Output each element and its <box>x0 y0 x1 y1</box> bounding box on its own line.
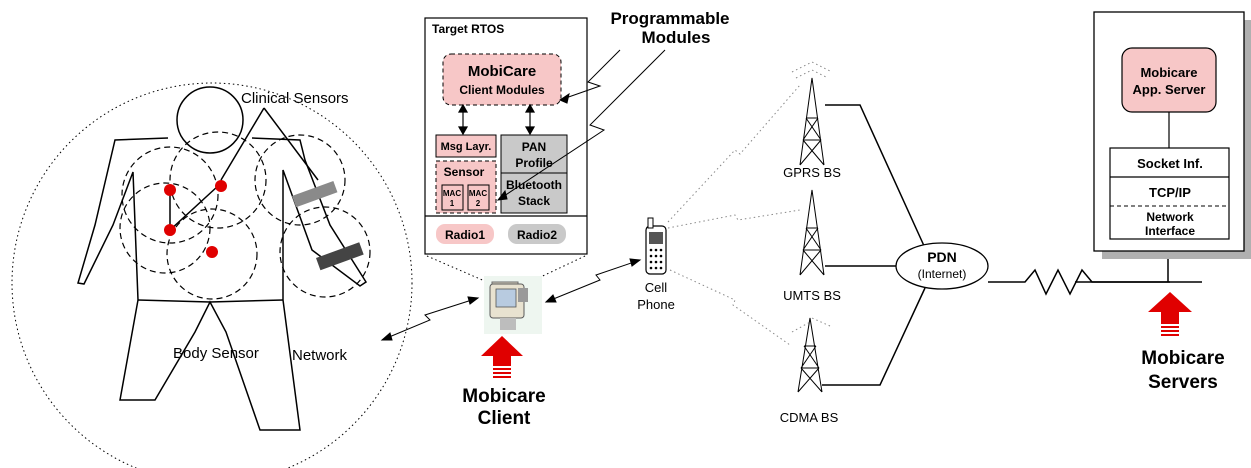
app-server-box <box>1121 47 1217 113</box>
module-arrows <box>457 103 536 136</box>
svg-text:Profile: Profile <box>515 156 553 170</box>
svg-text:1: 1 <box>450 199 455 208</box>
human-figure <box>77 86 368 431</box>
svg-text:Sensor: Sensor <box>444 165 485 179</box>
target-rtos-box: Target RTOS MobiCare Client Modules Msg … <box>424 17 588 255</box>
pdn-to-server-link <box>988 268 1170 296</box>
sensor-links <box>169 185 219 232</box>
cell-phone-label-2: Phone <box>637 297 675 312</box>
clinical-sensor-bar <box>316 242 364 271</box>
msg-layer-box <box>435 134 497 158</box>
mobicare-client-label-2: Client <box>478 408 531 429</box>
cdma-to-pdn <box>822 287 926 386</box>
umts-tower-icon <box>799 189 825 276</box>
network-label: Network <box>292 347 348 364</box>
gprs-to-pdn <box>825 104 926 249</box>
body-sensor-network: Clinical Sensors Body Sensor Network <box>11 82 413 468</box>
body-sensor-label: Body Sensor <box>173 345 259 362</box>
radio2-pill <box>508 224 566 244</box>
svg-text:Radio1: Radio1 <box>445 228 485 242</box>
umts-bs-label: UMTS BS <box>783 288 841 303</box>
pan-bluetooth-stack <box>500 134 568 214</box>
mobicare-servers-arrow <box>1148 292 1192 336</box>
net-iface-label: Network <box>1146 210 1194 224</box>
link-cdma <box>669 269 791 346</box>
sensor-node <box>164 224 176 236</box>
gprs-bs-label: GPRS BS <box>783 165 841 180</box>
svg-text:MobiCare: MobiCare <box>468 63 536 80</box>
mobicare-client-modules-box <box>442 53 562 106</box>
net-iface-label-2: Interface <box>1145 224 1195 238</box>
cdma-bs-label: CDMA BS <box>780 410 839 425</box>
sensor-range-circles <box>119 131 371 300</box>
link-umts <box>667 209 801 229</box>
clinical-sensors-label: Clinical Sensors <box>241 90 349 107</box>
svg-text:MAC: MAC <box>469 189 487 198</box>
internet-label: (Internet) <box>918 267 967 281</box>
svg-text:2: 2 <box>476 199 481 208</box>
modules-label: Modules <box>642 28 711 47</box>
target-rtos-label: Target RTOS <box>432 22 504 36</box>
mobicare-servers-label-2: Servers <box>1148 372 1218 393</box>
mobicare-client-device <box>484 276 542 334</box>
svg-text:App. Server: App. Server <box>1133 82 1206 97</box>
svg-text:Msg Layr.: Msg Layr. <box>441 141 492 153</box>
protocol-stack-box <box>1109 147 1230 240</box>
cell-phone-label: Cell <box>645 280 668 295</box>
svg-text:PAN: PAN <box>522 140 546 154</box>
svg-text:Client Modules: Client Modules <box>459 83 545 97</box>
svg-text:Radio2: Radio2 <box>517 228 557 242</box>
pdn-label: PDN <box>927 249 957 265</box>
sensor-node <box>215 180 227 192</box>
svg-text:Bluetooth: Bluetooth <box>506 178 562 192</box>
programmable-label: Programmable <box>610 9 729 28</box>
mobicare-client-label: Mobicare <box>462 386 545 407</box>
mobicare-client-arrow <box>481 336 523 378</box>
mac1-box <box>441 184 464 211</box>
wireless-links <box>380 258 642 341</box>
tcpip-label: TCP/IP <box>1149 185 1191 200</box>
programmable-lightning-arrows <box>496 49 666 201</box>
socket-inf-label: Socket Inf. <box>1137 156 1203 171</box>
pdn-ellipse <box>895 242 989 290</box>
svg-text:Mobicare: Mobicare <box>1140 65 1197 80</box>
mac2-box <box>467 184 490 211</box>
gprs-tower-icon <box>791 61 833 166</box>
link-gprs <box>667 84 801 223</box>
svg-text:MAC: MAC <box>443 189 461 198</box>
clinical-sensor-bar <box>292 180 338 208</box>
clinical-sensors-pointer <box>220 107 319 181</box>
mobicare-servers-label: Mobicare <box>1141 348 1224 369</box>
cell-phone-icon <box>645 217 667 275</box>
server-box: Mobicare App. Server Socket Inf. TCP/IP … <box>1093 11 1251 259</box>
svg-text:Stack: Stack <box>518 194 550 208</box>
sensor-node <box>164 184 176 196</box>
sensor-node <box>206 246 218 258</box>
cdma-tower-icon <box>791 317 831 393</box>
radio1-pill <box>436 224 494 244</box>
bsn-boundary <box>11 82 413 468</box>
